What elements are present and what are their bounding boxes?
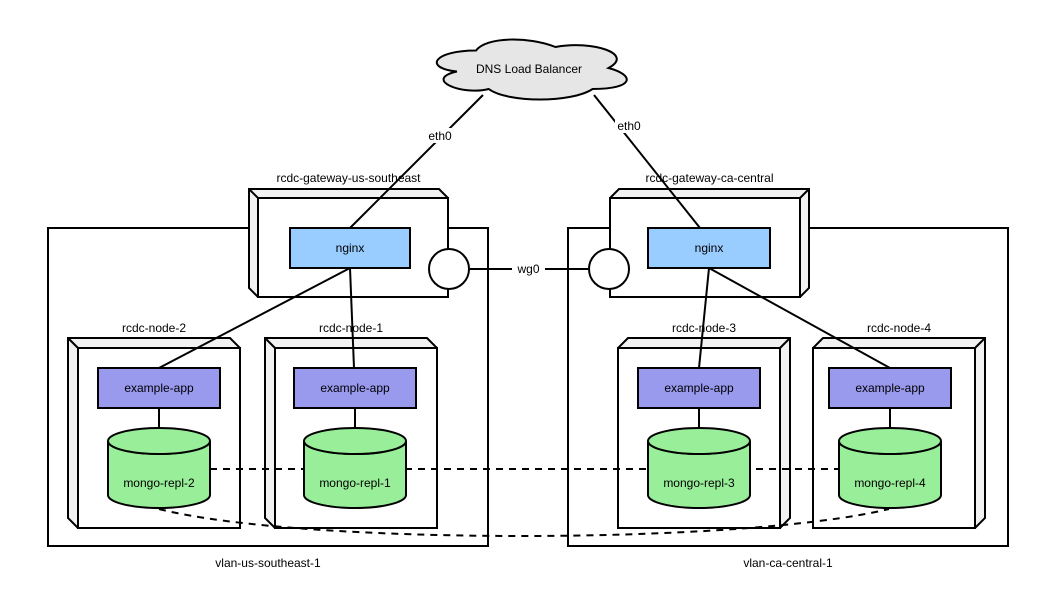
mongo-repl-2-label: mongo-repl-2 [123, 476, 195, 490]
edge-nginx-us-to-node-1[interactable] [349, 267, 355, 369]
mongo-repl-1-cylinder[interactable]: mongo-repl-1 [303, 427, 407, 509]
example-app-node-3-label: example-app [664, 381, 734, 395]
wg0-label-bg [512, 261, 545, 276]
nginx-container-ca[interactable] [647, 227, 771, 269]
cloud-shape [435, 38, 628, 101]
edge-cloud-to-nginx-us[interactable] [349, 94, 484, 229]
mongo-repl-2-cylinder[interactable]: mongo-repl-2 [107, 427, 211, 509]
dns-load-balancer-cloud[interactable]: DNS Load Balancer [435, 38, 628, 101]
gateway-us-southeast-label: rcdc-gateway-us-southeast [276, 171, 421, 185]
vlan-ca-central-label: vlan-ca-central-1 [743, 556, 833, 570]
edge-nginx-ca-to-node-4[interactable] [708, 267, 891, 369]
wg0-port-ca[interactable] [588, 248, 630, 290]
mongo-repl-3-cylinder[interactable]: mongo-repl-3 [647, 427, 751, 509]
example-app-node-4-label: example-app [855, 381, 925, 395]
eth0-left-label: eth0 [428, 129, 452, 143]
mongo-repl-1-label: mongo-repl-1 [319, 476, 391, 490]
edge-cloud-to-nginx-ca[interactable] [593, 94, 701, 229]
vlan-us-southeast-label: vlan-us-southeast-1 [215, 556, 321, 570]
gateway-ca-central-label: rcdc-gateway-ca-central [645, 171, 773, 185]
edge-nginx-ca-to-node-3[interactable] [698, 267, 710, 369]
rcdc-node-4-label: rcdc-node-4 [867, 321, 931, 335]
edge-mongo-replication-curve[interactable] [158, 508, 890, 537]
nginx-us-label: nginx [336, 241, 365, 255]
example-app-node-2-label: example-app [124, 381, 194, 395]
node-2-bevel-edge [67, 337, 79, 349]
nginx-ca-label: nginx [695, 241, 724, 255]
mongo-repl-3-label: mongo-repl-3 [663, 476, 735, 490]
gateway-us-bevel-edge [248, 188, 259, 199]
rcdc-node-2-label: rcdc-node-2 [122, 321, 186, 335]
node-3-bevel-edge [779, 337, 791, 349]
mongo-repl-3-top [647, 427, 751, 455]
mongo-repl-4-cylinder[interactable]: mongo-repl-4 [838, 427, 942, 509]
node-1-bevel-edge [264, 337, 276, 349]
node-4-bevel-edge [974, 337, 986, 349]
rcdc-node-3-label: rcdc-node-3 [672, 321, 736, 335]
cloud-label: DNS Load Balancer [476, 62, 582, 76]
nginx-container-us[interactable] [289, 227, 411, 269]
example-app-node-4[interactable] [828, 367, 952, 409]
edge-nginx-us-to-node-2[interactable] [158, 267, 351, 369]
rcdc-node-1-label: rcdc-node-1 [319, 321, 383, 335]
mongo-repl-4-top [838, 427, 942, 455]
eth0-right-label-bg [615, 118, 644, 133]
mongo-repl-1-top [303, 427, 407, 455]
wg0-port-us[interactable] [428, 248, 470, 290]
eth0-left-label-bg [426, 128, 455, 143]
eth0-right-label: eth0 [617, 119, 641, 133]
mongo-repl-4-label: mongo-repl-4 [854, 476, 926, 490]
wg0-label: wg0 [516, 262, 539, 276]
example-app-node-1-label: example-app [320, 381, 390, 395]
example-app-node-3[interactable] [637, 367, 761, 409]
gateway-ca-bevel-edge [799, 188, 810, 199]
mongo-repl-2-top [107, 427, 211, 455]
